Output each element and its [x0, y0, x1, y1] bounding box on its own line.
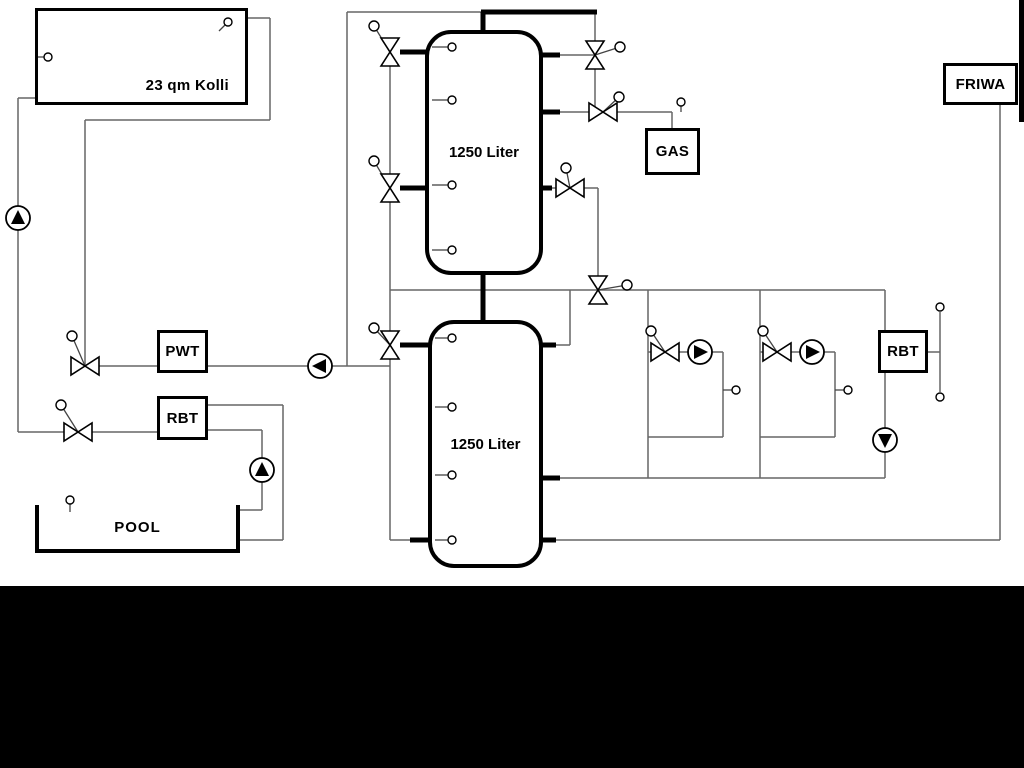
temperature-sensor-icon [676, 97, 686, 112]
letterbox-right [1019, 0, 1024, 122]
pool-basin: POOL [35, 505, 240, 553]
buffer-tank-top: 1250 Liter [425, 30, 543, 275]
pump-icon [799, 339, 825, 365]
three-way-valve-icon [588, 275, 633, 305]
tank-bottom-label: 1250 Liter [450, 435, 521, 453]
three-way-valve-icon [757, 325, 792, 362]
pump-icon [307, 353, 333, 379]
pool-label: POOL [114, 518, 161, 536]
tank-top-label: 1250 Liter [448, 144, 520, 161]
three-way-valve-icon [368, 20, 400, 67]
temperature-sensor-icon [835, 385, 853, 395]
pwt-heat-exchanger-box: PWT [157, 330, 208, 373]
three-way-valve-icon [368, 155, 400, 203]
collector-label: 23 qm Kolli [145, 77, 229, 94]
rbt-left-box: RBT [157, 396, 208, 440]
three-way-valve-icon [585, 40, 626, 70]
rbt-left-label: RBT [166, 409, 199, 427]
rbt-right-label: RBT [887, 343, 919, 360]
three-way-valve-icon [66, 330, 100, 376]
pump-icon [872, 427, 898, 453]
three-way-valve-icon [588, 91, 625, 122]
three-way-valve-icon [555, 162, 585, 198]
temperature-sensor-icon [935, 392, 945, 402]
buffer-tank-bottom: 1250 Liter [428, 320, 543, 568]
pwt-label: PWT [165, 343, 200, 360]
pump-icon [5, 205, 31, 231]
three-way-valve-icon [368, 322, 400, 360]
temperature-sensor-icon [935, 302, 945, 312]
gas-label: GAS [655, 143, 690, 160]
pump-icon [687, 339, 713, 365]
letterbox-bottom [0, 586, 1024, 768]
temperature-sensor-icon [723, 385, 741, 395]
pump-icon [249, 457, 275, 483]
rbt-right-box: RBT [878, 330, 928, 373]
friwa-label: FRIWA [955, 75, 1006, 93]
gas-boiler-box: GAS [645, 128, 700, 175]
solar-collector-box: 23 qm Kolli [35, 8, 248, 105]
three-way-valve-icon [645, 325, 680, 362]
friwa-station-box: FRIWA [943, 63, 1018, 105]
three-way-valve-icon [55, 399, 93, 442]
